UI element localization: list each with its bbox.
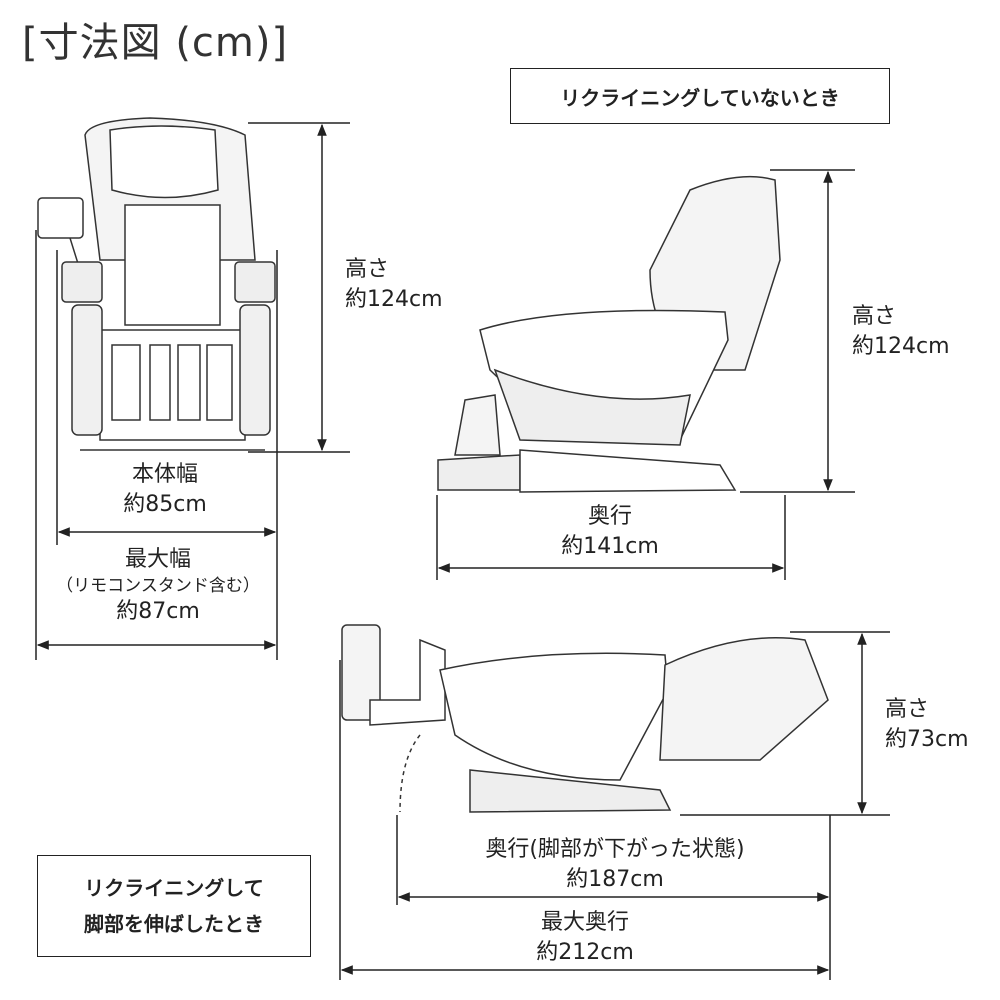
reclined-depth-value: 約187cm <box>566 867 664 892</box>
max-depth-value: 約212cm <box>536 940 634 965</box>
reclined-height-title: 高さ <box>885 697 930 722</box>
front-height-title: 高さ <box>345 257 390 282</box>
side-height-title: 高さ <box>852 304 897 329</box>
reclined-caption-line1: リクライニングして <box>84 876 264 900</box>
reclined-caption-box: リクライニングして 脚部を伸ばしたとき <box>37 855 311 957</box>
side-height-value: 約124cm <box>852 334 950 359</box>
dimension-lines <box>35 122 890 980</box>
side-depth-value: 約141cm <box>561 534 659 559</box>
max-width-value: 約87cm <box>116 599 200 624</box>
upright-caption-box: リクライニングしていないとき <box>510 68 890 124</box>
max-width-note: （リモコンスタンド含む） <box>56 576 260 596</box>
max-width-title: 最大幅 <box>124 547 192 572</box>
front-height-label: 高さ 約124cm <box>345 255 443 315</box>
max-depth-label: 最大奥行 約212cm <box>536 908 634 968</box>
page-title: [寸法図 (cm)] <box>22 20 289 66</box>
max-width-label: 最大幅 （リモコンスタンド含む） 約87cm <box>56 545 260 627</box>
body-width-value: 約85cm <box>123 492 207 517</box>
reclined-height-value: 約73cm <box>885 727 969 752</box>
side-height-label: 高さ 約124cm <box>852 302 950 362</box>
reclined-caption-line2: 脚部を伸ばしたとき <box>84 912 264 936</box>
front-view-chair <box>37 117 276 451</box>
side-depth-title: 奥行 <box>587 504 632 529</box>
reclined-height-label: 高さ 約73cm <box>885 695 969 755</box>
side-view-chair <box>437 175 781 493</box>
body-width-label: 本体幅 約85cm <box>123 460 207 520</box>
reclined-depth-title: 奥行(脚部が下がった状態) <box>485 837 745 862</box>
max-depth-title: 最大奥行 <box>540 910 629 935</box>
front-height-value: 約124cm <box>345 287 443 312</box>
reclined-depth-label: 奥行(脚部が下がった状態) 約187cm <box>485 835 744 895</box>
reclined-view-chair <box>341 624 829 813</box>
side-depth-label: 奥行 約141cm <box>561 502 659 562</box>
body-width-title: 本体幅 <box>131 462 198 487</box>
